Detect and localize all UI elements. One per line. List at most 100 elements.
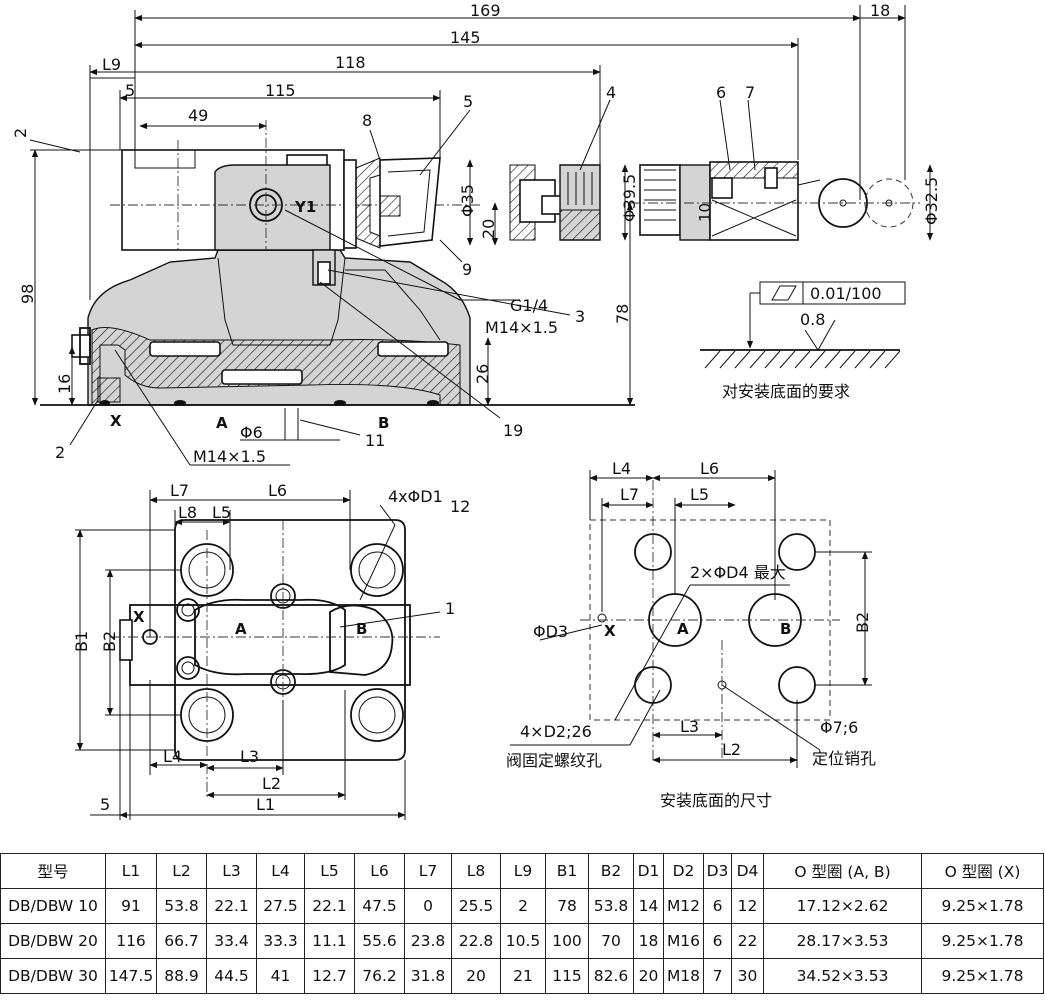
table-cell: 53.8 bbox=[156, 888, 207, 924]
table-header-cell: L3 bbox=[206, 853, 257, 889]
table-cell: 9.25×1.78 bbox=[921, 923, 1044, 959]
table-header-cell: O 型圈 (X) bbox=[921, 853, 1044, 889]
technical-drawing: 169 18 145 118 L9 5 115 49 2 98 16 26 78… bbox=[11, 1, 941, 820]
bv-l2: L2 bbox=[262, 774, 281, 793]
table-cell: 100 bbox=[545, 923, 589, 959]
table-header-cell: D2 bbox=[663, 853, 704, 889]
port-x-side: X bbox=[110, 412, 122, 430]
callout-9: 9 bbox=[462, 260, 472, 279]
table-header-cell: L8 bbox=[451, 853, 501, 889]
table-header-cell: D3 bbox=[703, 853, 732, 889]
dim-118: 118 bbox=[335, 53, 366, 72]
callout-7: 7 bbox=[745, 83, 755, 102]
table-cell: 55.6 bbox=[354, 923, 405, 959]
bv-b2: B2 bbox=[100, 631, 119, 652]
table-cell: DB/DBW 30 bbox=[0, 958, 106, 994]
dim-98: 98 bbox=[18, 284, 37, 304]
table-cell: 14 bbox=[633, 888, 664, 924]
bottom-view: L7 L6 L8 L5 4xΦD1 12 1 B1 B2 X A B L4 L3… bbox=[72, 481, 470, 820]
mf-l5: L5 bbox=[690, 485, 709, 504]
table-cell: M18 bbox=[663, 958, 704, 994]
callout-5: 5 bbox=[463, 92, 473, 111]
table-cell: 12.7 bbox=[304, 958, 355, 994]
table-cell: 28.17×3.53 bbox=[763, 923, 922, 959]
side-view: 169 18 145 118 L9 5 115 49 2 98 16 26 78… bbox=[11, 1, 941, 466]
bv-port-b: B bbox=[356, 620, 367, 638]
dim-phi6: Φ6 bbox=[240, 423, 263, 442]
dim-145: 145 bbox=[450, 28, 481, 47]
bv-port-a: A bbox=[235, 620, 247, 638]
dim-l9: L9 bbox=[102, 55, 121, 74]
table-cell: 33.4 bbox=[206, 923, 257, 959]
mf-b2: B2 bbox=[853, 612, 872, 633]
table-cell: 47.5 bbox=[354, 888, 405, 924]
table-cell: 17.12×2.62 bbox=[763, 888, 922, 924]
bv-port-x: X bbox=[133, 608, 145, 626]
table-cell: 18 bbox=[633, 923, 664, 959]
table-cell: 20 bbox=[451, 958, 501, 994]
table-cell: 147.5 bbox=[105, 958, 157, 994]
thread-g14: G1/4 bbox=[510, 296, 548, 315]
table-cell: 22.1 bbox=[304, 888, 355, 924]
bv-l6: L6 bbox=[268, 481, 287, 500]
bv-l1: L1 bbox=[256, 795, 275, 814]
mf-d2: 4×D2;26 bbox=[520, 722, 592, 741]
table-cell: 33.3 bbox=[256, 923, 305, 959]
port-y1: Y1 bbox=[294, 198, 316, 216]
mf-l2: L2 bbox=[722, 740, 741, 759]
dim-16: 16 bbox=[55, 374, 74, 394]
thread-m14-top: M14×1.5 bbox=[485, 318, 558, 337]
dim-78: 78 bbox=[613, 304, 632, 324]
table-cell: 22.1 bbox=[206, 888, 257, 924]
dim-2: 2 bbox=[11, 128, 30, 138]
mf-caption: 安装底面的尺寸 bbox=[660, 791, 772, 810]
bv-d1: 4xΦD1 bbox=[388, 487, 443, 506]
mf-screw-label: 阀固定螺纹孔 bbox=[506, 751, 602, 770]
dim-26: 26 bbox=[473, 364, 492, 384]
bv-callout-1: 1 bbox=[445, 599, 455, 618]
mf-l7: L7 bbox=[620, 485, 639, 504]
table-header-cell: D1 bbox=[633, 853, 664, 889]
table-cell: 7 bbox=[703, 958, 732, 994]
mf-port-b: B bbox=[780, 620, 791, 638]
callout-8: 8 bbox=[362, 111, 372, 130]
mf-l3: L3 bbox=[680, 717, 699, 736]
surface-caption: 对安装底面的要求 bbox=[722, 382, 850, 401]
dim-20: 20 bbox=[479, 219, 498, 239]
bv-l4: L4 bbox=[163, 747, 182, 766]
callout-2: 2 bbox=[55, 443, 65, 462]
table-cell: 23.8 bbox=[404, 923, 452, 959]
table-cell: 25.5 bbox=[451, 888, 501, 924]
callout-4: 4 bbox=[606, 83, 616, 102]
callout-19: 19 bbox=[503, 421, 523, 440]
mf-d4: 2×ΦD4 最大 bbox=[690, 563, 786, 582]
bv-l5: L5 bbox=[212, 503, 231, 522]
bv-dim-5: 5 bbox=[100, 795, 110, 814]
table-header-cell: L1 bbox=[105, 853, 157, 889]
table-header-cell: B2 bbox=[588, 853, 634, 889]
table-cell: 9.25×1.78 bbox=[921, 958, 1044, 994]
bv-callout-12: 12 bbox=[450, 497, 470, 516]
table-cell: 10.5 bbox=[500, 923, 546, 959]
table-header-cell: 型号 bbox=[0, 853, 106, 889]
mf-pin-label: 定位销孔 bbox=[812, 749, 876, 768]
table-header-cell: L6 bbox=[354, 853, 405, 889]
thread-m14-bottom: M14×1.5 bbox=[193, 447, 266, 466]
dim-18: 18 bbox=[870, 1, 890, 20]
table-header-cell: O 型圈 (A, B) bbox=[763, 853, 922, 889]
table-cell: 116 bbox=[105, 923, 157, 959]
mf-l6: L6 bbox=[700, 459, 719, 478]
table-header-cell: L5 bbox=[304, 853, 355, 889]
bv-l7: L7 bbox=[170, 481, 189, 500]
table-cell: 9.25×1.78 bbox=[921, 888, 1044, 924]
table-cell: 6 bbox=[703, 888, 732, 924]
table-cell: 22 bbox=[731, 923, 764, 959]
mf-d3: ΦD3 bbox=[533, 622, 568, 641]
dim-169: 169 bbox=[470, 1, 501, 20]
table-cell: 27.5 bbox=[256, 888, 305, 924]
table-cell: DB/DBW 20 bbox=[0, 923, 106, 959]
bv-l8: L8 bbox=[178, 503, 197, 522]
table-cell: 34.52×3.53 bbox=[763, 958, 922, 994]
dim-115: 115 bbox=[265, 81, 296, 100]
